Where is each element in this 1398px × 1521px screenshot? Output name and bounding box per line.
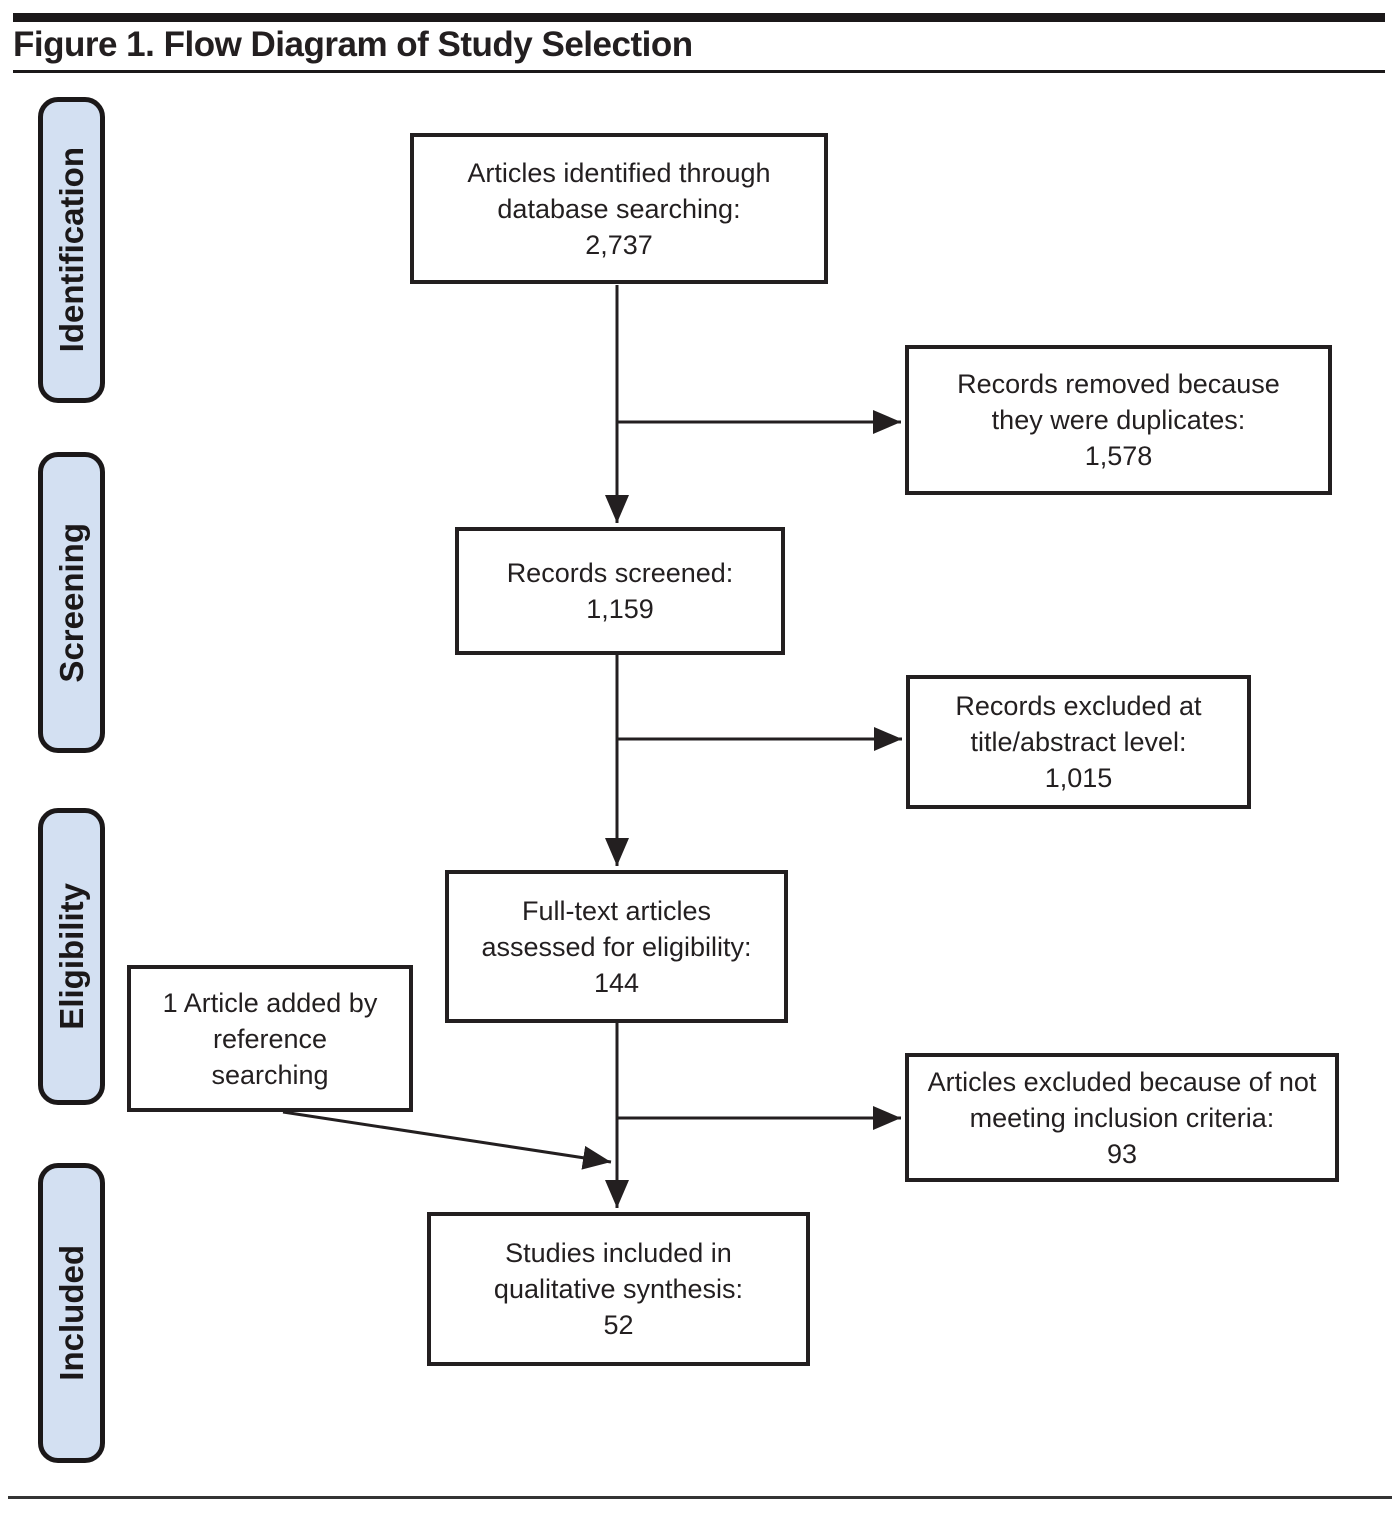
flow-box-fulltext-assessed-value: 144 bbox=[593, 967, 640, 998]
flow-box-included-synthesis: Studies included in qualitative synthesi… bbox=[427, 1212, 810, 1366]
flow-box-reference-added: 1 Article added by reference searching bbox=[127, 965, 413, 1112]
top-rule bbox=[13, 13, 1385, 22]
flow-box-excluded-title-abstract-label: Records excluded at title/abstract level… bbox=[955, 691, 1202, 757]
flow-box-articles-identified: Articles identified through database sea… bbox=[410, 133, 828, 284]
flow-box-records-screened: Records screened: 1,159 bbox=[455, 527, 785, 655]
stage-screening: Screening bbox=[38, 452, 105, 753]
stage-eligibility: Eligibility bbox=[38, 808, 105, 1105]
flow-box-articles-identified-value: 2,737 bbox=[585, 229, 653, 260]
flow-box-records-screened-label: Records screened: bbox=[506, 558, 734, 588]
stage-included: Included bbox=[38, 1163, 105, 1463]
stage-identification: Identification bbox=[38, 97, 105, 403]
flow-box-included-synthesis-label: Studies included in qualitative synthesi… bbox=[493, 1238, 744, 1304]
flow-box-excluded-criteria: Articles excluded because of not meeting… bbox=[905, 1053, 1339, 1182]
arrow-reference-added-to-flow bbox=[282, 1110, 612, 1170]
figure-title: Figure 1. Flow Diagram of Study Selectio… bbox=[13, 25, 693, 64]
flow-box-excluded-criteria-value: 93 bbox=[1106, 1138, 1138, 1169]
flow-box-excluded-title-abstract: Records excluded at title/abstract level… bbox=[906, 675, 1251, 809]
stage-identification-label: Identification bbox=[52, 147, 90, 353]
flow-box-excluded-criteria-label: Articles excluded because of not meeting… bbox=[927, 1066, 1317, 1133]
flow-box-duplicates-removed: Records removed because they were duplic… bbox=[905, 345, 1332, 495]
flow-box-fulltext-assessed: Full-text articles assessed for eligibil… bbox=[445, 870, 788, 1023]
stage-screening-label: Screening bbox=[52, 522, 90, 683]
flow-box-included-synthesis-value: 52 bbox=[603, 1310, 634, 1340]
flow-box-reference-added-label: 1 Article added by reference searching bbox=[162, 987, 378, 1090]
bottom-rule bbox=[8, 1496, 1392, 1499]
flow-box-duplicates-removed-label: Records removed because they were duplic… bbox=[957, 369, 1280, 435]
stage-eligibility-label: Eligibility bbox=[52, 883, 90, 1030]
flow-box-articles-identified-label: Articles identified through database sea… bbox=[467, 157, 771, 224]
stage-included-label: Included bbox=[52, 1245, 90, 1381]
flow-box-duplicates-removed-value: 1,578 bbox=[1084, 441, 1153, 471]
flow-box-fulltext-assessed-label: Full-text articles assessed for eligibil… bbox=[481, 895, 752, 962]
flow-box-records-screened-value: 1,159 bbox=[586, 594, 654, 624]
title-underline bbox=[13, 70, 1385, 73]
flow-box-excluded-title-abstract-value: 1,015 bbox=[1044, 763, 1113, 793]
